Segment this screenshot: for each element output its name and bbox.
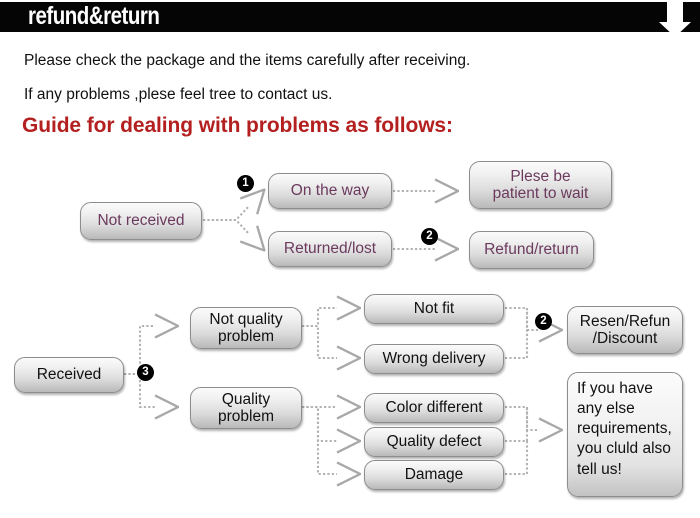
badge-step-2-top: 2 [421, 228, 438, 245]
box-quality-problem[interactable]: Quality problem [190, 387, 302, 429]
box-returned-lost[interactable]: Returned/lost [268, 231, 392, 267]
badge-step-1: 1 [237, 175, 254, 192]
intro-line-1: Please check the package and the items c… [24, 52, 471, 69]
box-not-received[interactable]: Not received [80, 202, 202, 240]
box-plese-be-patient[interactable]: Plese be patient to wait [469, 161, 612, 209]
box-on-the-way[interactable]: On the way [268, 173, 392, 209]
guide-heading: Guide for dealing with problems as follo… [22, 114, 453, 137]
down-arrow-icon [659, 2, 691, 37]
box-resend-refund-discount[interactable]: Resen/Refun /Discount [567, 306, 683, 354]
banner-title: refund&return [28, 2, 160, 30]
badge-step-3: 3 [137, 364, 154, 381]
box-quality-defect[interactable]: Quality defect [364, 427, 504, 457]
header-banner: refund&return [0, 2, 700, 32]
box-wrong-delivery[interactable]: Wrong delivery [364, 344, 504, 374]
box-not-quality-problem[interactable]: Not quality problem [190, 307, 302, 349]
box-color-different[interactable]: Color different [364, 393, 504, 423]
intro-line-2: If any problems ,plese feel tree to cont… [24, 86, 333, 103]
box-received[interactable]: Received [14, 357, 124, 393]
box-additional-requirements-note[interactable]: If you have any else requirements, you c… [567, 372, 683, 497]
badge-step-2-bottom: 2 [535, 313, 552, 330]
box-damage[interactable]: Damage [364, 460, 504, 490]
box-refund-return[interactable]: Refund/return [469, 231, 594, 269]
box-not-fit[interactable]: Not fit [364, 294, 504, 324]
